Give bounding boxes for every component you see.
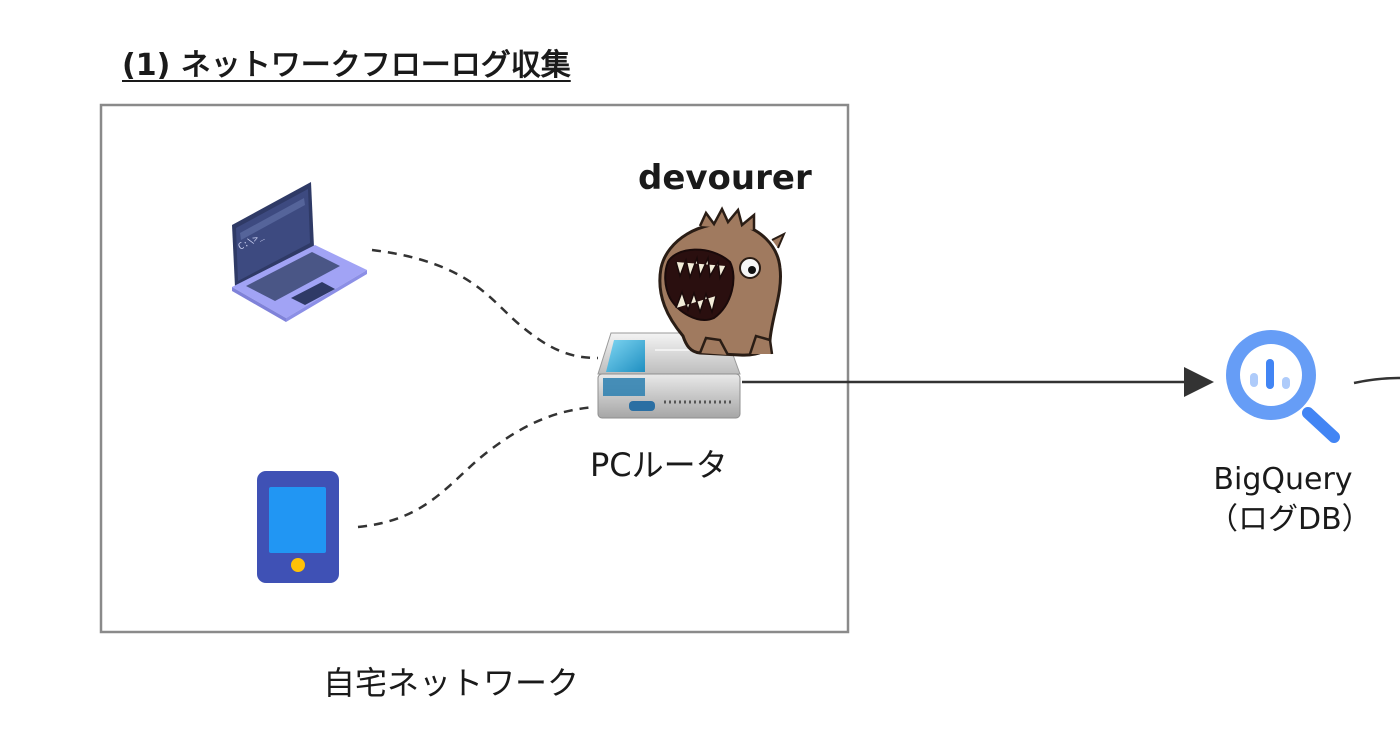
laptop-to-router-link	[371, 248, 599, 360]
bigquery-subtitle: （ログDB）	[1208, 502, 1372, 537]
bigquery-outgoing-line	[1353, 376, 1400, 385]
bigquery-label: BigQuery （ログDB）	[1208, 460, 1372, 540]
devourer-mascot-icon	[658, 206, 786, 357]
router-label: PCルータ	[590, 446, 728, 484]
phone-to-router-link	[357, 405, 596, 529]
bigquery-name: BigQuery	[1213, 462, 1353, 497]
laptop-icon: C:\>_	[232, 182, 367, 322]
smartphone-icon	[257, 471, 339, 583]
section-title: (1) ネットワークフローログ収集	[122, 48, 571, 83]
home-network-box	[99, 103, 850, 634]
home-network-label: 自宅ネットワーク	[323, 664, 580, 702]
bigquery-icon	[1226, 330, 1340, 443]
devourer-label: devourer	[638, 158, 812, 198]
